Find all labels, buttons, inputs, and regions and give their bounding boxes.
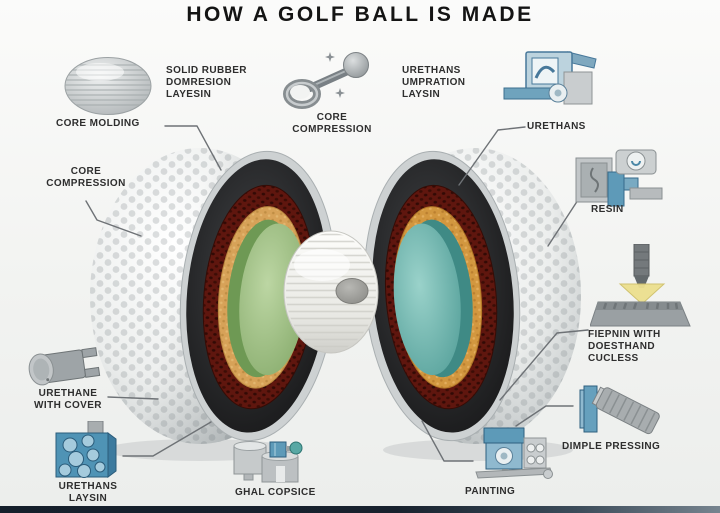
leader-lines — [85, 125, 589, 462]
label-urethane-with-cover: URETHANE WITH COVER — [34, 388, 102, 411]
roller-cutter-icon — [28, 347, 101, 386]
leader-painting — [421, 420, 474, 462]
leader-urethans — [458, 126, 526, 186]
label-solid-rubber: SOLID RUBBER DOMRESION LAYESIN — [166, 65, 247, 100]
label-fiepnin: FIEPNIN WITH DOESTHAND CUCLESS — [588, 329, 661, 364]
leader-core-compression-left — [85, 200, 142, 237]
leader-dimple-pressing — [515, 405, 574, 427]
striped-sphere-icon — [64, 57, 152, 115]
leader-core-molding — [164, 125, 222, 171]
mixing-cups-icon — [233, 441, 303, 483]
resin-machine-icon — [575, 149, 663, 207]
leader-urethane-cover — [107, 396, 159, 400]
core-spot — [335, 278, 369, 304]
nozzle-press-icon — [590, 244, 691, 327]
label-urethans-umpration: URETHANS UMPRATION LAYSIN — [402, 65, 466, 100]
dimple-roller-icon — [579, 385, 660, 435]
ball-mold-icon — [55, 421, 117, 478]
paint-sprayer-icon — [475, 427, 553, 479]
ball-right-half — [363, 148, 581, 444]
label-painting: PAINTING — [465, 486, 516, 497]
label-ghal-copsice: GHAL COPSICE — [235, 487, 316, 498]
layer-teal-face — [393, 223, 461, 376]
label-dimple-pressing: DIMPLE PRESSING — [562, 441, 661, 452]
label-core-molding: CORE MOLDING — [56, 118, 140, 129]
bottom-bar — [0, 506, 720, 513]
label-core-compression-center: CORE COMPRESSION — [292, 112, 372, 135]
label-core-compression-left: CORE COMPRESSION — [46, 166, 126, 189]
molding-machine-icon — [503, 51, 597, 105]
ball-left-half — [90, 148, 337, 444]
leader-resin — [547, 199, 579, 247]
label-urethans-laysin: URETHANS LAYSIN — [58, 481, 118, 504]
layer-green-face — [239, 223, 307, 376]
page-title: HOW A GOLF BALL IS MADE — [186, 3, 534, 26]
ball-core — [283, 230, 379, 354]
leader-fiepnin — [499, 329, 589, 401]
label-resin: RESIN — [591, 204, 624, 215]
label-urethans: URETHANS — [527, 121, 586, 132]
grinder-dumbbell-icon — [283, 52, 369, 109]
sparkle-icon — [325, 52, 345, 98]
leader-urethans-laysin — [122, 421, 212, 457]
